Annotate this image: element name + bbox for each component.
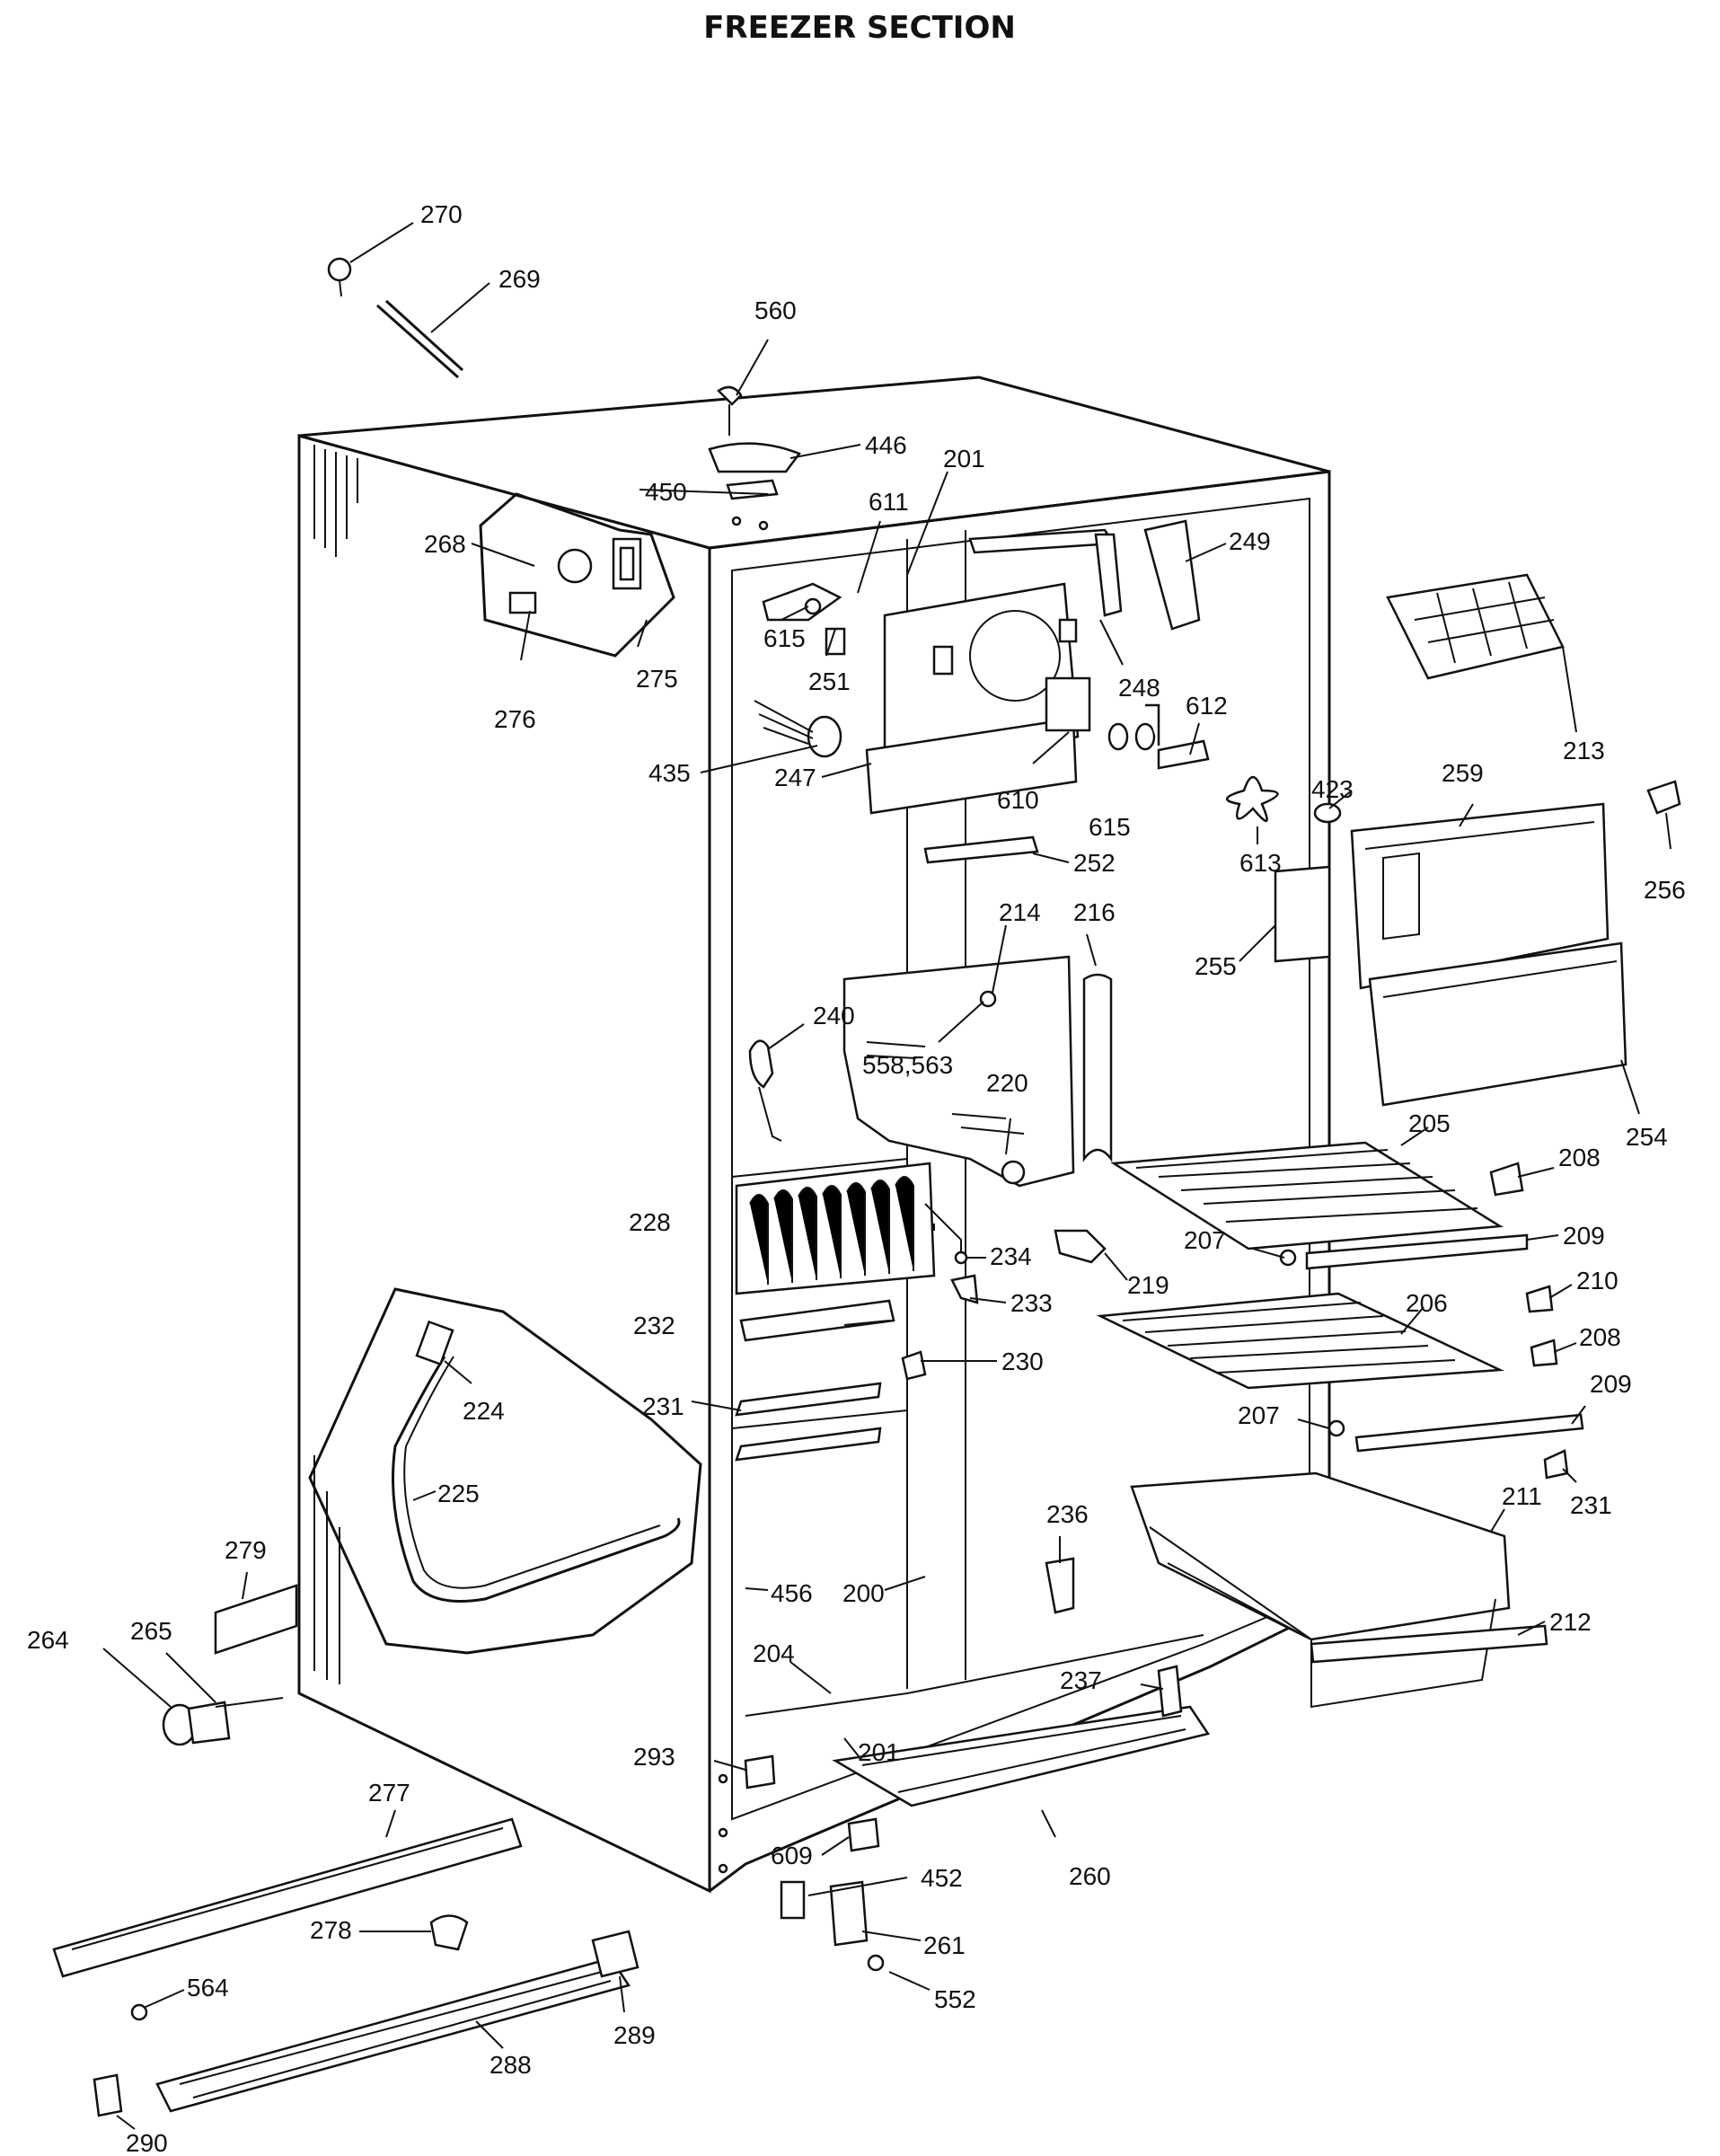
part-label: 240 <box>813 1002 855 1029</box>
part-label: 558,563 <box>862 1051 953 1079</box>
insulation-cutaway <box>308 1287 702 1655</box>
part-label: 256 <box>1644 876 1686 904</box>
part-label: 279 <box>225 1536 267 1564</box>
part-label: 275 <box>636 665 678 693</box>
part-label: 209 <box>1590 1370 1632 1398</box>
part-label: 228 <box>629 1208 671 1236</box>
right-side-parts <box>1096 573 1681 1709</box>
part-label: 435 <box>648 759 691 787</box>
part-label: 612 <box>1186 692 1228 720</box>
part-label: 249 <box>1229 527 1271 555</box>
part-label: 446 <box>865 431 907 459</box>
part-label: 247 <box>774 764 816 791</box>
part-label: 236 <box>1046 1500 1089 1528</box>
part-label: 452 <box>921 1864 963 1892</box>
fan-assembly <box>754 519 1342 824</box>
part-labels: 270 269 560 446 450 201 611 249 268 615 … <box>27 200 1686 2156</box>
part-label: 231 <box>642 1392 684 1420</box>
part-label: 615 <box>1089 813 1131 841</box>
part-label: 205 <box>1408 1109 1451 1137</box>
part-label: 610 <box>997 786 1039 814</box>
evaporator-coil <box>735 1162 1107 1462</box>
part-label: 216 <box>1073 898 1116 926</box>
part-label: 207 <box>1184 1226 1226 1254</box>
part-label: 201 <box>858 1738 900 1766</box>
diagram-title: FREEZER SECTION <box>703 10 1016 46</box>
part-label: 219 <box>1127 1271 1169 1299</box>
part-label: 248 <box>1118 674 1160 702</box>
part-label: 233 <box>1010 1289 1053 1317</box>
part-label: 264 <box>27 1626 69 1654</box>
part-label: 564 <box>187 1974 229 2001</box>
part-label: 204 <box>753 1639 795 1667</box>
part-label: 225 <box>437 1480 480 1507</box>
part-label: 261 <box>923 1931 966 1959</box>
part-label: 209 <box>1563 1222 1605 1250</box>
part-label: 208 <box>1579 1323 1621 1351</box>
part-label: 200 <box>842 1579 885 1607</box>
part-label: 224 <box>463 1397 505 1425</box>
part-label: 237 <box>1060 1666 1102 1694</box>
part-label: 293 <box>633 1743 675 1771</box>
part-label: 615 <box>763 624 806 652</box>
part-label: 290 <box>126 2129 168 2156</box>
part-label: 552 <box>934 1985 976 2013</box>
part-label: 450 <box>645 478 687 506</box>
part-label: 265 <box>130 1617 172 1645</box>
part-label: 214 <box>999 898 1041 926</box>
part-label: 277 <box>368 1779 410 1807</box>
part-label: 234 <box>990 1242 1032 1270</box>
part-label: 560 <box>754 296 797 324</box>
part-label: 611 <box>869 488 909 516</box>
part-label: 251 <box>808 667 851 695</box>
part-label: 278 <box>310 1916 352 1944</box>
part-label: 211 <box>1502 1482 1542 1510</box>
part-label: 232 <box>633 1312 675 1339</box>
part-label: 270 <box>420 200 463 228</box>
part-label: 268 <box>424 530 466 558</box>
part-label: 255 <box>1195 952 1237 980</box>
part-label: 260 <box>1069 1862 1111 1890</box>
part-label: 213 <box>1563 737 1605 764</box>
part-label: 456 <box>771 1579 813 1607</box>
part-label: 230 <box>1001 1348 1044 1375</box>
evaporator-cover <box>748 835 1113 1188</box>
part-label: 609 <box>771 1842 813 1869</box>
part-label: 269 <box>498 265 541 293</box>
part-label: 288 <box>490 2051 532 2079</box>
part-label: 220 <box>986 1069 1028 1097</box>
part-label: 212 <box>1549 1608 1592 1636</box>
part-label: 289 <box>613 2021 656 2049</box>
part-label: 206 <box>1406 1289 1448 1317</box>
part-label: 259 <box>1442 759 1484 787</box>
part-label: 423 <box>1311 775 1354 803</box>
part-label: 254 <box>1626 1123 1668 1151</box>
part-label: 201 <box>943 445 985 473</box>
bottom-parts <box>52 257 1211 2117</box>
part-label: 252 <box>1073 849 1116 877</box>
part-label: 210 <box>1576 1267 1619 1294</box>
part-label: 208 <box>1558 1144 1601 1171</box>
part-label: 613 <box>1239 849 1282 877</box>
part-label: 276 <box>494 705 536 733</box>
leader-lines <box>102 222 1671 2130</box>
part-label: 231 <box>1570 1491 1612 1519</box>
part-label: 207 <box>1238 1401 1280 1429</box>
control-panel-cutaway <box>479 492 675 658</box>
